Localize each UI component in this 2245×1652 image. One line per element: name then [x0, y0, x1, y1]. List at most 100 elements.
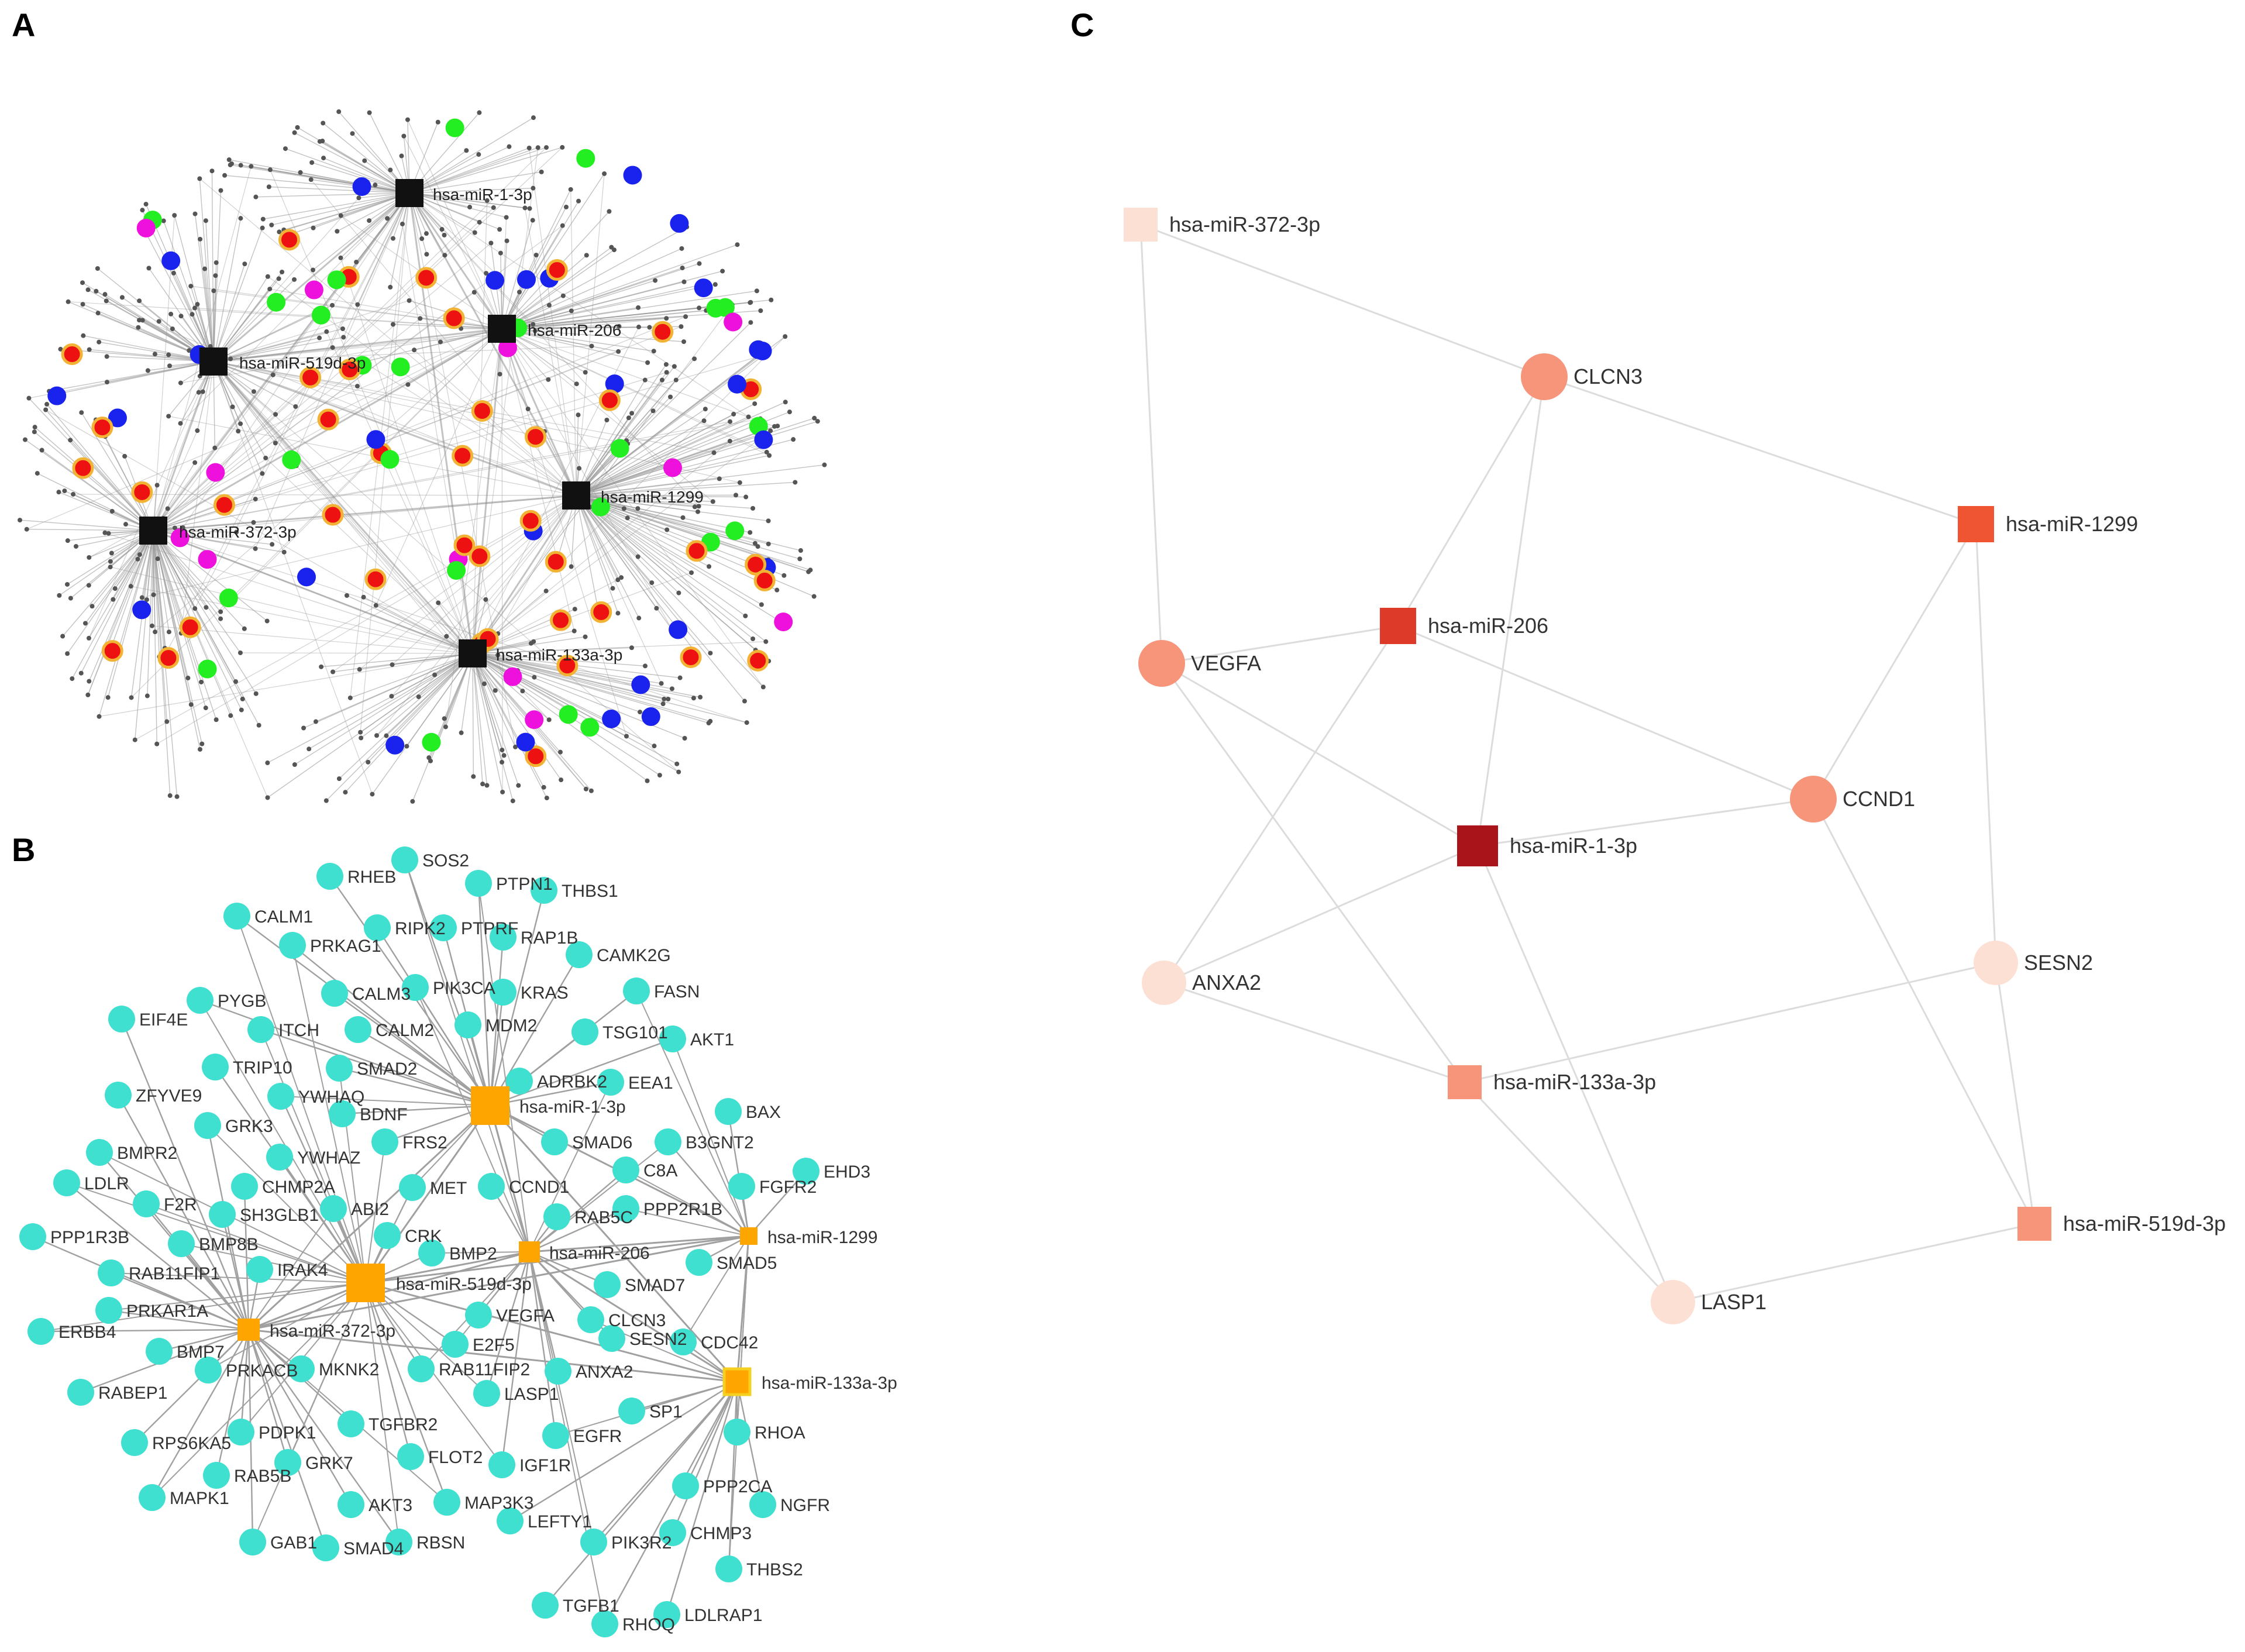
panel-a-target-dot	[500, 748, 505, 753]
panel-a-target-dot	[298, 170, 303, 175]
panel-a-target-dot	[405, 117, 410, 122]
panel-a-edge	[576, 495, 746, 498]
panel-b-edge	[279, 1157, 366, 1283]
panel-a-edge	[576, 349, 766, 496]
panel-a-red-node	[91, 417, 113, 439]
panel-a-target-dot	[546, 302, 552, 308]
panel-a-target-dot	[432, 672, 438, 677]
panel-a-edge	[576, 495, 753, 639]
panel-a-network: hsa-miR-1-3phsa-miR-206hsa-miR-519d-3phs…	[17, 109, 827, 804]
panel-a-target-dot	[323, 798, 329, 803]
panel-a-edge	[409, 147, 563, 194]
panel-b-gene-label: PRKAG1	[310, 937, 381, 956]
panel-a-target-dot	[583, 370, 588, 375]
panel-a-edge	[501, 328, 764, 687]
panel-a-edge	[194, 192, 410, 609]
panel-a-edge	[308, 653, 473, 749]
panel-a-target-dot	[192, 606, 198, 611]
panel-b-mirna-label: hsa-miR-1299	[767, 1228, 877, 1247]
panel-a-target-dot	[774, 587, 780, 593]
panel-a-target-dot	[435, 119, 440, 125]
panel-a-hub-label: hsa-miR-133a-3p	[496, 646, 622, 664]
panel-a-edge	[501, 328, 684, 342]
panel-a-edge	[142, 225, 214, 362]
panel-b-mirna-node	[346, 1264, 385, 1302]
panel-a-target-dot	[192, 305, 197, 311]
panel-b-edge	[146, 1203, 366, 1283]
panel-b-gene-label: MKNK2	[319, 1360, 379, 1379]
panel-a-edge	[153, 530, 182, 634]
panel-b-mirna-node	[237, 1319, 260, 1341]
panel-b-gene-label: CCND1	[509, 1178, 569, 1197]
panel-a-target-dot	[151, 592, 156, 597]
panel-a-target-dot	[766, 518, 771, 524]
panel-a-target-dot	[734, 493, 739, 498]
panel-a-target-dot	[354, 259, 359, 264]
panel-a-target-dot	[416, 694, 421, 700]
panel-b-gene-label: BMP2	[449, 1244, 497, 1264]
panel-a-target-dot	[650, 408, 656, 414]
panel-a-target-dot	[484, 271, 489, 276]
panel-a-target-dot	[812, 415, 817, 421]
panel-b-gene-label: TRIP10	[233, 1058, 292, 1078]
panel-a-edge	[576, 421, 818, 496]
panel-b-edge	[529, 1251, 608, 1286]
panel-a-target-dot	[87, 679, 92, 684]
panel-a-target-dot	[752, 401, 757, 407]
panel-c-edge	[1163, 845, 1478, 984]
panel-a-edge	[414, 349, 577, 496]
panel-a-edge	[151, 625, 473, 654]
panel-a-target-dot	[85, 287, 91, 292]
panel-a-target-dot	[283, 146, 288, 152]
panel-a-target-dot	[357, 667, 362, 672]
panel-a-edge	[472, 647, 632, 654]
panel-a-target-dot	[112, 586, 118, 591]
panel-a-blue-node	[728, 374, 747, 394]
panel-a-target-dot	[87, 347, 92, 352]
panel-a-target-dot	[527, 206, 532, 211]
panel-b-gene-label: RABEP1	[98, 1383, 167, 1403]
panel-a-target-dot	[104, 298, 109, 304]
panel-c-edge	[1397, 376, 1545, 627]
panel-a-target-dot	[583, 786, 588, 791]
panel-b-mirna-edge	[364, 1105, 491, 1283]
panel-a-red-node	[652, 321, 674, 343]
panel-b-gene-label: CHMP2A	[262, 1178, 335, 1197]
panel-a-target-dot	[516, 783, 521, 788]
panel-a-edge	[153, 530, 157, 744]
panel-a-edge	[576, 495, 683, 518]
panel-b-gene-node	[670, 1329, 697, 1355]
panel-a-target-dot	[531, 322, 536, 327]
panel-b-edge	[509, 1381, 738, 1522]
panel-a-edge	[501, 284, 715, 329]
panel-a-red-node	[745, 553, 767, 576]
panel-b-gene-label: KRAS	[521, 983, 569, 1003]
panel-a-edge	[326, 653, 473, 801]
panel-a-target-dot	[560, 144, 565, 150]
panel-a-red-node	[131, 481, 153, 503]
panel-b-gene-node	[454, 1011, 481, 1038]
panel-b-gene-node	[53, 1169, 80, 1196]
panel-b-gene-label: SMAD7	[625, 1276, 685, 1295]
panel-a-edge	[501, 244, 738, 329]
panel-a-edge	[363, 362, 577, 496]
panel-a-target-dot	[68, 438, 73, 443]
panel-c-gene-label: SESN2	[2024, 951, 2093, 975]
panel-a-edge	[472, 653, 641, 713]
panel-a-target-dot	[111, 597, 116, 602]
panel-a-target-dot	[754, 288, 759, 294]
panel-a-target-dot	[657, 773, 662, 778]
panel-a-hub-square	[199, 347, 228, 376]
panel-a-target-dot	[781, 573, 787, 578]
panel-a-red-node	[598, 389, 621, 411]
panel-a-blue-node	[623, 166, 642, 185]
panel-a-edge	[472, 653, 711, 722]
panel-a-target-dot	[139, 595, 144, 600]
panel-a-target-dot	[692, 504, 697, 510]
panel-b-edge	[555, 1381, 738, 1436]
panel-b-gene-node	[672, 1472, 699, 1499]
panel-a-target-dot	[471, 774, 476, 779]
panel-b-gene-node	[95, 1297, 122, 1324]
panel-a-target-dot	[188, 702, 194, 707]
